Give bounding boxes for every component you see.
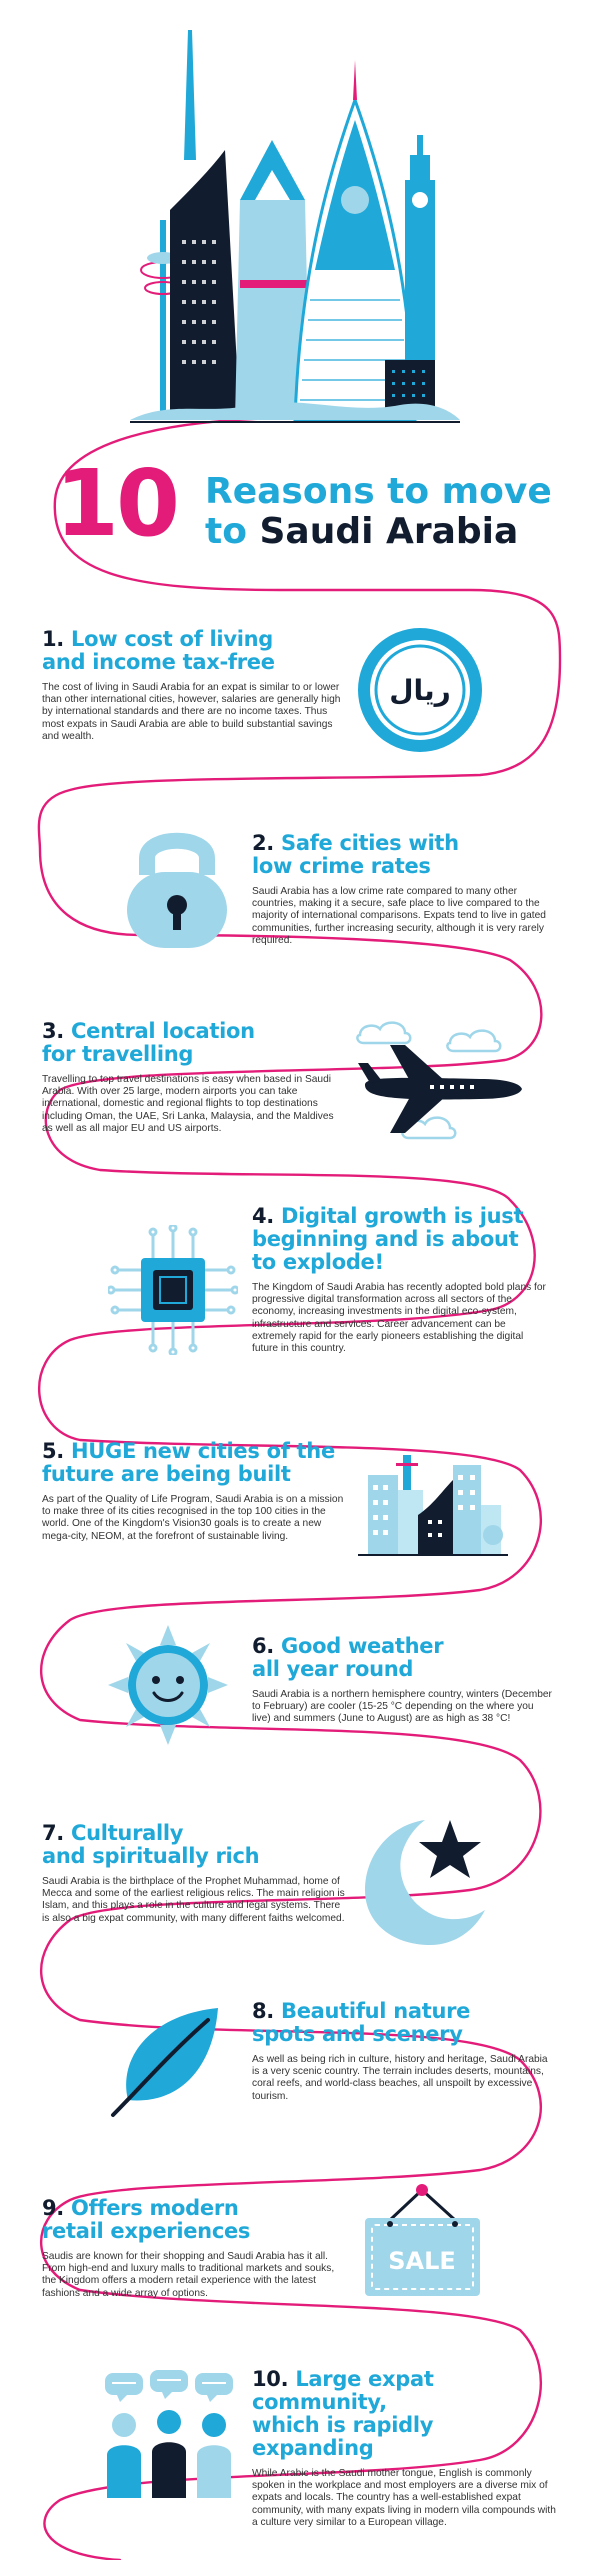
saudi-skyline-icon <box>130 30 460 423</box>
reason-10-title: 10. Large expat community,which is rapid… <box>252 2367 434 2460</box>
reason-2-body: Saudi Arabia has a low crime rate compar… <box>252 886 546 946</box>
sale-sign-icon: SALE <box>365 2184 480 2296</box>
reason-9-body: Saudis are known for their shopping and … <box>42 2251 335 2299</box>
reason-5-body: As part of the Quality of Life Program, … <box>42 1494 344 1542</box>
reason-4-body: The Kingdom of Saudi Arabia has recently… <box>252 1282 546 1355</box>
title-line2: to Saudi Arabia <box>205 512 518 552</box>
title-country: Saudi Arabia <box>259 511 519 552</box>
riyal-coin-icon: ريال <box>358 628 482 752</box>
crescent-star-icon <box>365 1820 485 1945</box>
title-line1: Reasons to move <box>205 471 552 512</box>
reason-8-body: As well as being rich in culture, histor… <box>252 2054 548 2102</box>
reason-7-body: Saudi Arabia is the birthplace of the Pr… <box>42 1876 345 1924</box>
reason-10: 10. Large expat community,which is rapid… <box>252 2368 557 2529</box>
sun-icon <box>108 1625 228 1745</box>
community-people-icon <box>105 2370 233 2498</box>
title-prefix: to <box>205 511 247 552</box>
reason-3-body: Travelling to top travel destinations is… <box>42 1074 334 1134</box>
padlock-icon <box>127 832 227 948</box>
city-buildings-icon <box>358 1455 508 1556</box>
leaf-icon <box>111 2008 218 2117</box>
reason-10-body: While Arabic is the Saudi mother tongue,… <box>252 2468 556 2528</box>
airplane-icon <box>356 1021 522 1140</box>
sale-text: SALE <box>388 2247 456 2275</box>
title-number: 10 <box>55 450 180 557</box>
reason-1-body: The cost of living in Saudi Arabia for a… <box>42 682 341 742</box>
coin-text: ريال <box>389 674 450 707</box>
microchip-icon <box>108 1225 238 1355</box>
reason-6-body: Saudi Arabia is a northern hemisphere co… <box>252 1689 552 1725</box>
